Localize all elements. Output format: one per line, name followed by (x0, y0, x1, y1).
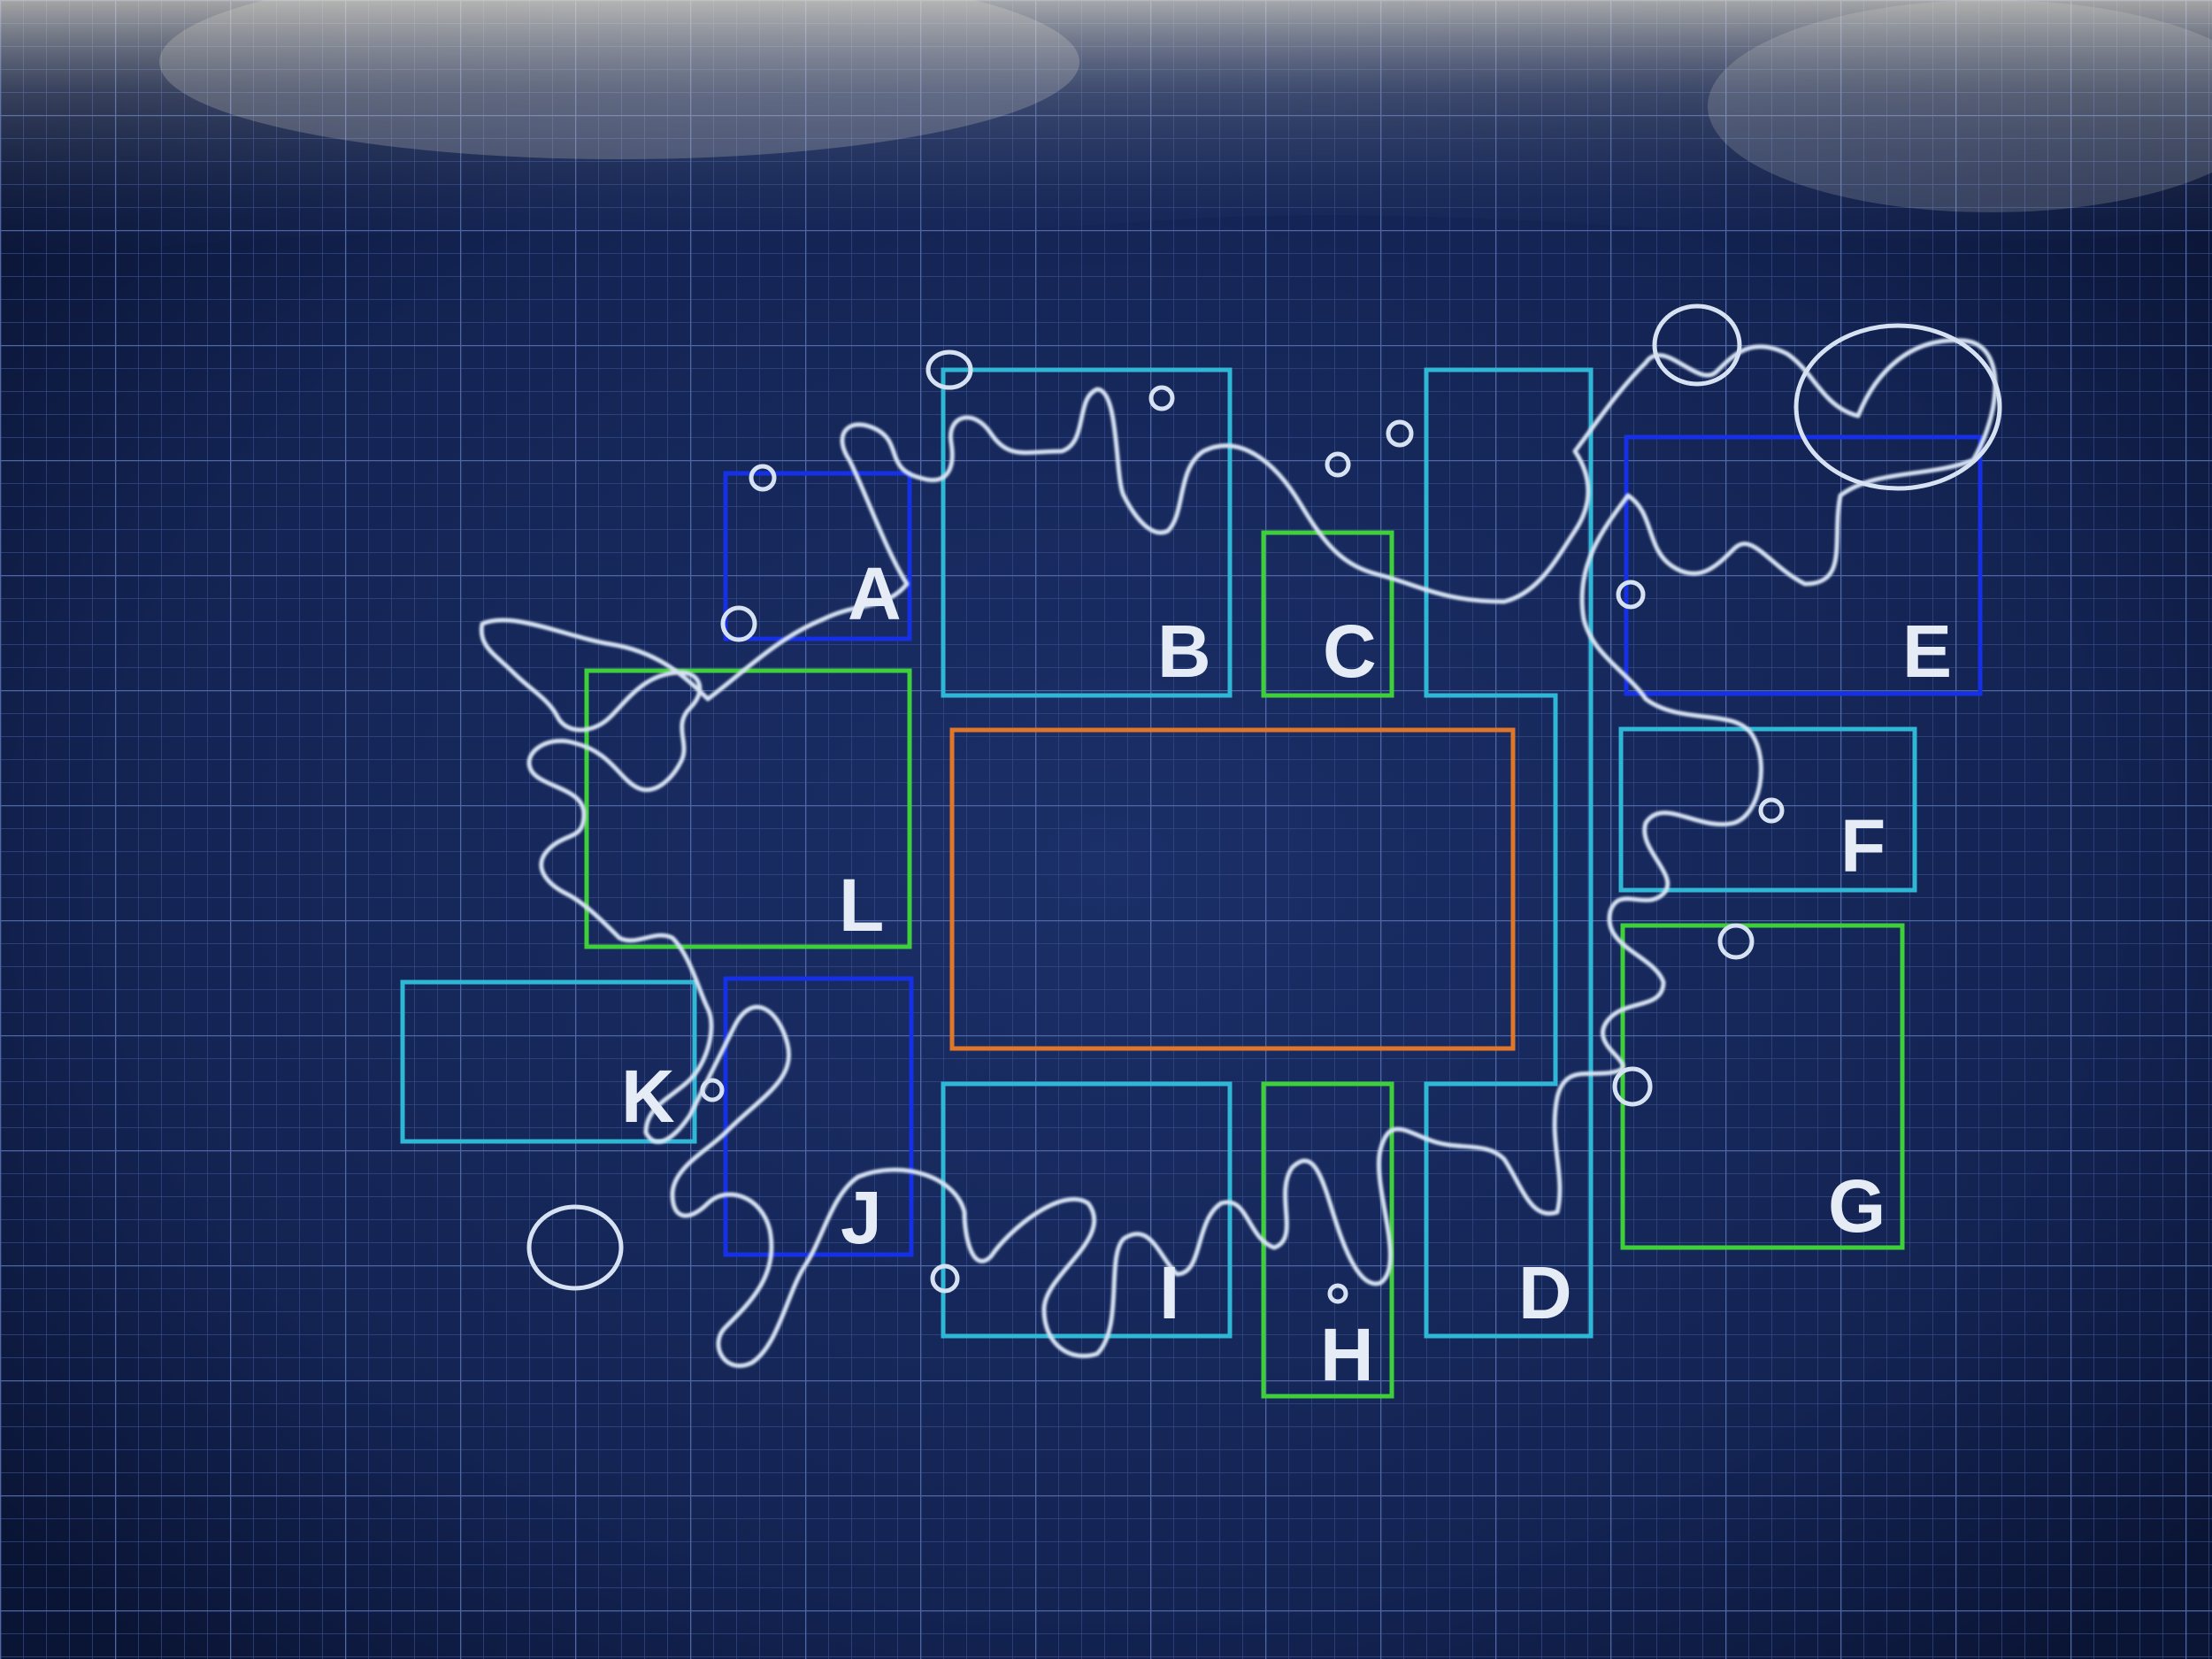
zone-d-strip-box (1424, 367, 1594, 1339)
zone-label-b: B (1157, 610, 1211, 693)
zone-label-f: F (1840, 804, 1886, 887)
zone-label-a: A (848, 552, 902, 635)
zone-label-h: H (1320, 1313, 1374, 1396)
trace-dot (749, 464, 777, 492)
trace-dot (1148, 385, 1175, 411)
screen-glare (0, 0, 2212, 265)
trace-dot (930, 1263, 960, 1294)
center-zone (949, 727, 1516, 1051)
freehand-trace (479, 303, 2002, 1369)
zone-label-i: I (1159, 1251, 1179, 1334)
trace-main-loop (479, 338, 1998, 1369)
trace-dot (1386, 419, 1414, 448)
trace-blob (1652, 303, 1742, 387)
zone-k-box (400, 979, 697, 1144)
zone-c-box (1261, 530, 1394, 698)
trace-dot (1325, 451, 1351, 478)
zone-f-box (1618, 726, 1917, 893)
zone-label-k: K (621, 1055, 675, 1138)
trace-blob (526, 1204, 624, 1291)
zone-label-e: E (1902, 610, 1952, 693)
zone-i-box (941, 1081, 1233, 1339)
zone-b-box (941, 367, 1233, 698)
zone-label-l: L (839, 864, 884, 947)
trace-dot (1616, 580, 1646, 610)
zone-j-box (723, 976, 914, 1257)
trace-dot (720, 605, 757, 642)
trace-blob (1793, 323, 2002, 491)
zone-label-c: C (1323, 610, 1377, 693)
trace-dot (1612, 1066, 1653, 1107)
glare-spot (159, 0, 1079, 159)
trace-dot (1758, 797, 1785, 824)
zone-label-d: D (1518, 1251, 1572, 1334)
trace-dot (700, 1078, 725, 1102)
zone-g-box (1620, 923, 1905, 1250)
trace-blob (926, 349, 973, 390)
trace-dot (1717, 923, 1755, 960)
zone-label-j: J (841, 1176, 882, 1259)
zone-label-g: G (1828, 1164, 1886, 1248)
glare-spot (1708, 0, 2212, 212)
zone-a-box (723, 471, 912, 641)
zone-l-box (584, 668, 912, 949)
trace-dot (1327, 1283, 1348, 1304)
